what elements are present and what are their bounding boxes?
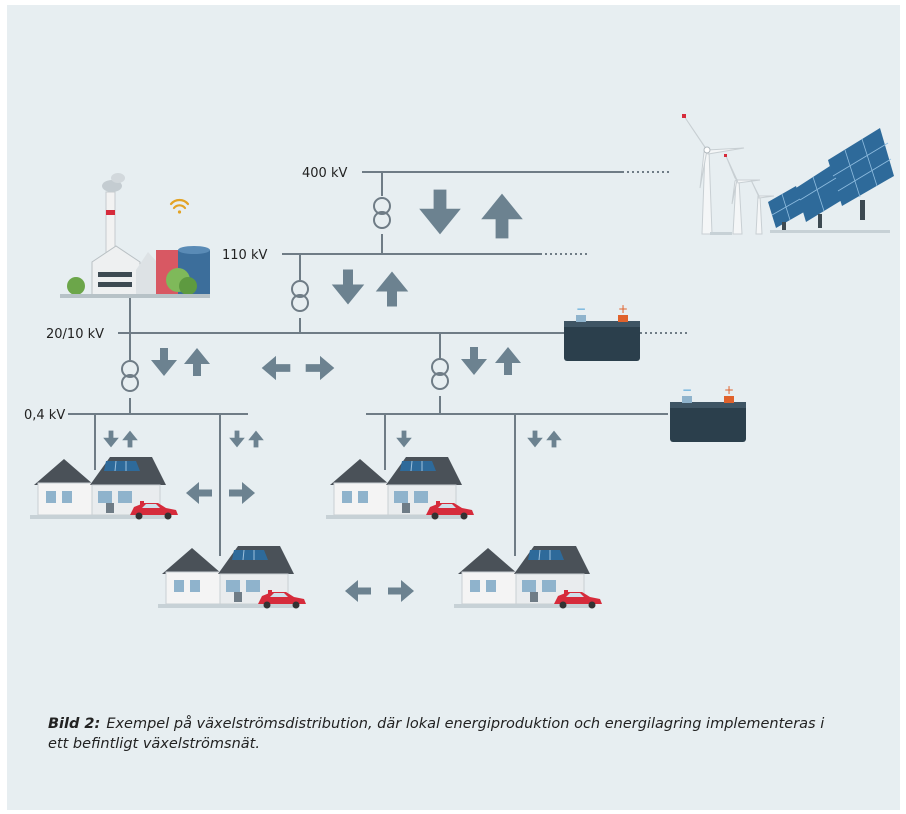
- arrow-right-icon: [229, 482, 255, 504]
- transformer-icon: [430, 358, 450, 396]
- arrow-down-icon: [396, 430, 412, 448]
- arrow-down-icon: [331, 269, 365, 305]
- house-with-solar-and-ev-icon: [157, 545, 307, 609]
- arrow-right-icon: [305, 355, 335, 381]
- battery-icon: [564, 302, 640, 361]
- arrow-right-icon: [388, 580, 414, 602]
- wind-turbine-icon: [682, 114, 775, 235]
- arrow-up-icon: [481, 193, 523, 239]
- arrow-up-icon: [122, 430, 138, 448]
- voltage-label-20-10kv: 20/10 kV: [46, 327, 104, 342]
- solar-panel-icon: [768, 128, 894, 233]
- arrow-up-icon: [495, 347, 521, 375]
- arrow-up-icon: [546, 430, 562, 448]
- transformer-icon: [290, 280, 310, 318]
- arrow-down-icon: [229, 430, 245, 448]
- arrow-down-icon: [527, 430, 543, 448]
- voltage-label-110kv: 110 kV: [222, 248, 267, 263]
- house-with-solar-and-ev-icon: [325, 456, 475, 520]
- arrow-up-icon: [248, 430, 264, 448]
- transformer-icon: [120, 360, 140, 398]
- arrow-down-icon: [461, 347, 487, 375]
- arrow-left-icon: [261, 355, 291, 381]
- figure-caption: Bild 2:Exempel på växelströmsdistributio…: [48, 714, 848, 754]
- voltage-label-04kv: 0,4 kV: [24, 408, 65, 423]
- arrow-down-icon: [151, 348, 177, 376]
- arrow-left-icon: [186, 482, 212, 504]
- caption-label: Bild 2:: [48, 716, 101, 732]
- transformer-icon: [372, 196, 392, 234]
- arrow-up-icon: [375, 271, 409, 307]
- house-with-solar-and-ev-icon: [453, 545, 603, 609]
- arrow-down-icon: [419, 189, 461, 235]
- power-plant-icon: [60, 173, 210, 298]
- house-with-solar-and-ev-icon: [29, 456, 179, 520]
- arrow-up-icon: [184, 348, 210, 376]
- arrow-down-icon: [103, 430, 119, 448]
- diagram-panel: [7, 5, 900, 810]
- arrow-left-icon: [345, 580, 371, 602]
- wifi-icon: [169, 198, 190, 214]
- caption-text: Exempel på växelströmsdistribution, där …: [48, 716, 825, 752]
- voltage-label-400kv: 400 kV: [302, 166, 347, 181]
- battery-icon: [670, 383, 746, 442]
